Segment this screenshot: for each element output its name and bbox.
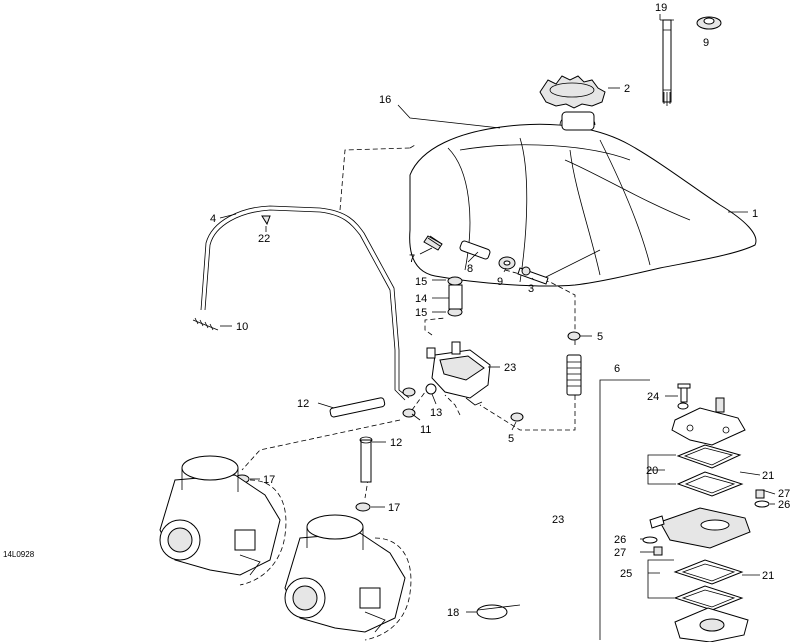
callout-4: 4 [210, 213, 216, 225]
fuel-cap [539, 75, 606, 109]
callout-15b: 15 [415, 307, 427, 319]
callout-2: 2 [624, 83, 630, 95]
fuel-level-rod [660, 19, 674, 106]
callout-3: 3 [528, 283, 534, 295]
carburetor-left [159, 455, 287, 586]
callout-26b: 26 [614, 534, 626, 546]
callout-21a: 21 [762, 470, 774, 482]
callout-19: 19 [655, 2, 667, 14]
callout-17b: 17 [388, 502, 400, 514]
callout-7: 7 [409, 253, 415, 265]
callout-24: 24 [647, 391, 659, 403]
callout-13: 13 [430, 407, 442, 419]
callout-8: 8 [467, 263, 473, 275]
diagram-code: 14L0928 [3, 550, 35, 559]
callout-10: 10 [236, 321, 248, 333]
carburetor-right [284, 514, 412, 641]
callout-12b: 12 [390, 437, 402, 449]
hose-clamps [447, 276, 463, 317]
callout-1: 1 [752, 208, 758, 220]
callout-27a: 27 [778, 488, 790, 500]
leader-lines [219, 14, 776, 613]
callout-14: 14 [415, 293, 427, 305]
callout-17a: 17 [263, 474, 275, 486]
fuel-pump [426, 341, 491, 406]
callout-18: 18 [447, 607, 459, 619]
callout-23b: 23 [552, 514, 564, 526]
callout-15a: 15 [415, 276, 427, 288]
spring-10 [192, 317, 219, 331]
hose-12 [329, 397, 386, 483]
callout-labels: 1 2 3 4 5 5 6 7 8 9 9 10 11 12 12 13 14 … [210, 2, 790, 619]
fuel-tank [409, 111, 757, 287]
callout-12a: 12 [297, 398, 309, 410]
clip-22 [261, 215, 271, 226]
grommet-top [696, 16, 722, 30]
callout-6: 6 [614, 363, 620, 375]
callout-5a: 5 [597, 331, 603, 343]
callout-22: 22 [258, 233, 270, 245]
callout-25: 25 [620, 568, 632, 580]
callout-21b: 21 [762, 570, 774, 582]
kit-bracket [599, 379, 650, 640]
callout-27b: 27 [614, 547, 626, 559]
tank-outlet-parts [423, 235, 549, 285]
callout-9b: 9 [703, 37, 709, 49]
callout-11: 11 [420, 424, 431, 436]
callout-5b: 5 [508, 433, 514, 445]
callout-20: 20 [646, 465, 658, 477]
hose-clamps-lower [402, 383, 437, 418]
callout-16: 16 [379, 94, 391, 106]
clamp-18 [476, 604, 521, 620]
fuel-filter-spring [510, 331, 582, 422]
callout-9a: 9 [497, 276, 503, 288]
callout-23a: 23 [504, 362, 516, 374]
callout-26a: 26 [778, 499, 790, 511]
pump-exploded-parts [642, 383, 770, 642]
